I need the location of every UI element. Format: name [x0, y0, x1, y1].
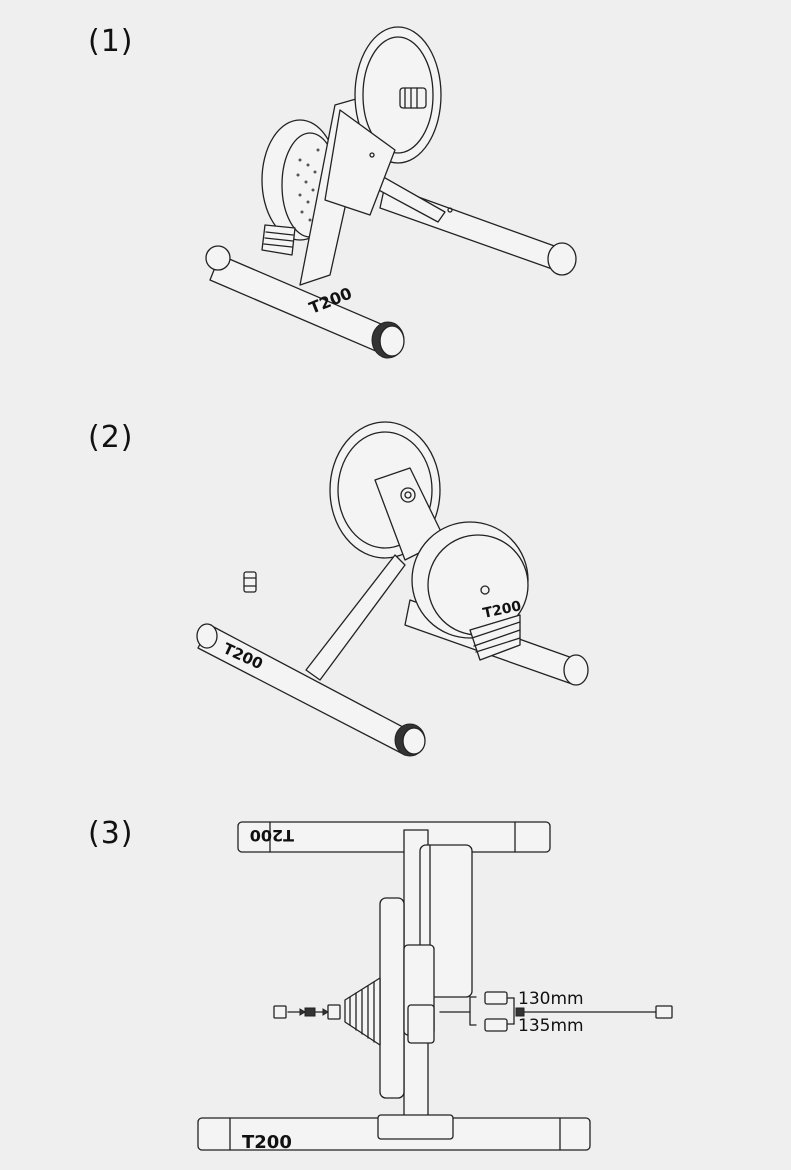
trainer-illustration-step-2: T200 T200: [196, 421, 589, 757]
step-3-label: (3): [88, 816, 134, 851]
trainer-illustration-step-3: T200 T200: [197, 821, 673, 1153]
axle-width-130: 130mm: [518, 989, 584, 1009]
trainer-illustration-step-1: T200: [205, 26, 577, 359]
step-1-label: (1): [88, 24, 134, 59]
step-2-label: (2): [88, 420, 134, 455]
axle-width-135: 135mm: [518, 1016, 584, 1036]
model-logo-5: T200: [242, 1132, 292, 1153]
model-logo-4: T200: [250, 826, 294, 845]
model-logo-2: T200: [482, 598, 524, 622]
